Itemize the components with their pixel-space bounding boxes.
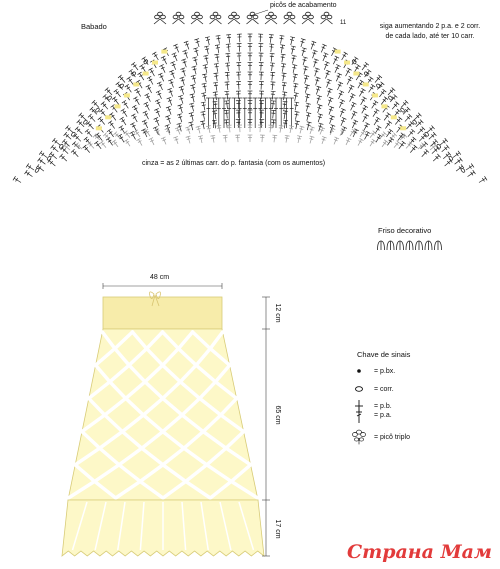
skirt-width-label: 48 cm	[150, 274, 170, 281]
row-number-top: 11	[340, 20, 347, 26]
watermark-logo: Страна Мам	[346, 541, 492, 563]
crochet-chart	[12, 9, 488, 183]
key-label-pb: = p.b.	[374, 402, 392, 410]
top-height-label: 12 cm	[274, 303, 281, 322]
tall-cross-icon	[350, 405, 368, 425]
key-label-pa: = p.a.	[374, 411, 392, 419]
dot-icon	[350, 366, 368, 376]
cinza-note: cinza = as 2 últimas carr. do p. fantasi…	[142, 160, 326, 167]
bottom-height-label: 17 cm	[274, 519, 281, 538]
chart-yellow-marks	[95, 49, 407, 131]
increase-note: siga aumentando 2 p.a. e 2 corr. de cada…	[372, 22, 488, 42]
chart-gray-rows	[62, 124, 438, 151]
chart-picot-row	[153, 11, 333, 25]
key-label-pico: = picô triplo	[374, 433, 410, 441]
oval-icon	[350, 384, 368, 394]
key-item-pbx: = p.bx.	[350, 362, 395, 380]
skirt-waistband	[102, 296, 223, 330]
babado-label: Babado	[81, 22, 107, 31]
friso-pattern	[377, 240, 442, 251]
flounce-lines	[71, 501, 255, 551]
chart-stitch-rows	[12, 33, 488, 183]
skirt-diamond-pattern	[66, 330, 260, 500]
key-item-pa: = p.a.	[350, 404, 392, 426]
friso-title: Friso decorativo	[378, 226, 432, 235]
middle-height-label: 65 cm	[274, 405, 281, 424]
increase-note-line-1: siga aumentando 2 p.a. e 2 corr.	[379, 23, 481, 30]
key-label-pbx: = p.bx.	[374, 367, 396, 375]
skirt-schematic: 12 cm 65 cm 17 cm	[61, 283, 281, 557]
skirt-body	[67, 328, 259, 501]
key-item-corr: = corr.	[350, 380, 394, 398]
increase-note-line-2: de cada lado, até ter 10 carr.	[385, 33, 475, 40]
waist-bow	[149, 291, 161, 307]
key-label-corr: = corr.	[374, 385, 394, 393]
key-title: Chave de sinais	[357, 350, 411, 359]
picos-label: picôs de acabamento	[270, 2, 337, 9]
key-item-pico: = picô triplo	[350, 426, 410, 448]
picot-icon	[350, 427, 368, 447]
